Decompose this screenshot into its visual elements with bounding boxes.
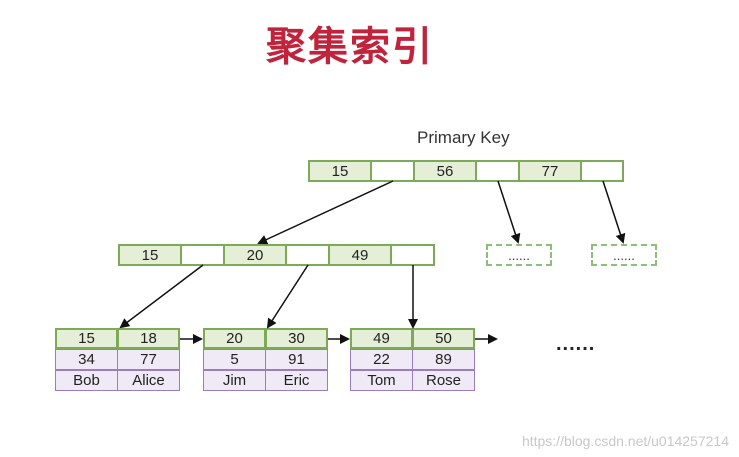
leaf-1-key-2: 18 <box>117 328 180 349</box>
leaf-1-name-2: Alice <box>117 370 180 391</box>
leaf-1-key-1: 15 <box>55 328 118 349</box>
root-key-1: 15 <box>308 160 372 182</box>
arrow-internal-to-leaf-1 <box>119 264 204 329</box>
leaf-3-key-1: 49 <box>350 328 413 349</box>
internal-key-1: 15 <box>118 244 182 266</box>
arrow-root-to-placeholder-1 <box>497 180 521 244</box>
arrow-internal-to-leaf-2 <box>266 264 309 329</box>
leaf-3-name-1: Tom <box>350 370 413 391</box>
watermark: https://blog.csdn.net/u014257214 <box>521 433 729 449</box>
leaf-3-key-2: 50 <box>412 328 475 349</box>
leaf-2-key-2: 30 <box>265 328 328 349</box>
leaf-1-id-1: 34 <box>55 349 118 370</box>
leaf-2-id-1: 5 <box>203 349 266 370</box>
leaf-1-name-1: Bob <box>55 370 118 391</box>
leaf-2-key-1: 20 <box>203 328 266 349</box>
placeholder-node-1: ...... <box>486 244 552 266</box>
page-title: 聚集索引 <box>266 24 434 70</box>
root-pointer-3 <box>580 160 624 182</box>
placeholder-node-2: ...... <box>591 244 657 266</box>
primary-key-label: Primary Key <box>417 128 510 147</box>
leaf-3-name-2: Rose <box>412 370 475 391</box>
arrow-root-to-placeholder-2 <box>602 180 626 244</box>
leaf-2-name-1: Jim <box>203 370 266 391</box>
leaf-1-id-2: 77 <box>117 349 180 370</box>
leaf-3-id-2: 89 <box>412 349 475 370</box>
arrow-root-to-internal <box>257 180 394 245</box>
internal-key-3: 49 <box>328 244 392 266</box>
internal-key-2: 20 <box>223 244 287 266</box>
root-key-2: 56 <box>413 160 477 182</box>
more-leaves-ellipsis: ...... <box>556 333 596 355</box>
leaf-2-name-2: Eric <box>265 370 328 391</box>
root-key-3: 77 <box>518 160 582 182</box>
leaf-3-id-1: 22 <box>350 349 413 370</box>
leaf-2-id-2: 91 <box>265 349 328 370</box>
